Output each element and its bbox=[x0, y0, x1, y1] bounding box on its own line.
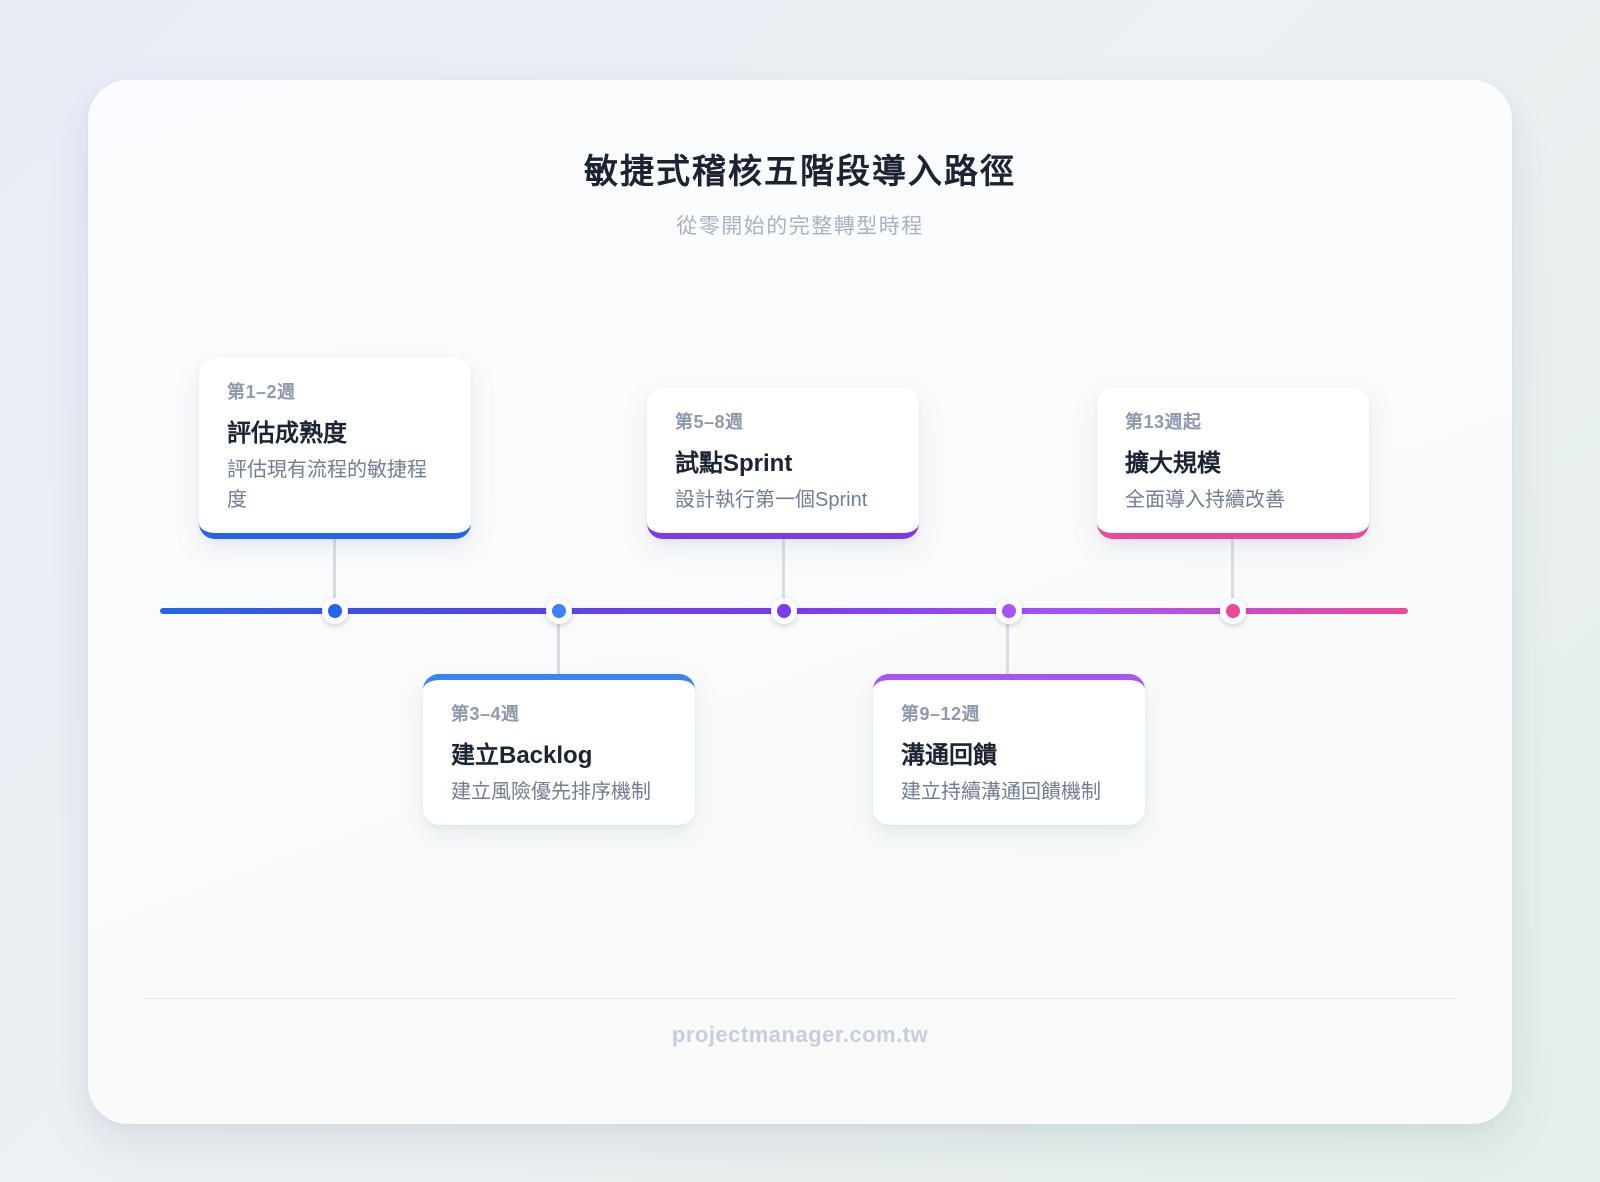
stage-card: 第13週起 擴大規模 全面導入持續改善 bbox=[1097, 388, 1369, 539]
timeline-dot bbox=[322, 598, 348, 624]
stage-title: 試點Sprint bbox=[675, 450, 793, 477]
stage-description: 建立風險優先排序機制 bbox=[451, 781, 651, 803]
stage-title: 溝通回饋 bbox=[901, 742, 997, 769]
stage-card: 第1–2週 評估成熟度 評估現有流程的敏捷程度 bbox=[199, 358, 471, 539]
footer-domain: projectmanager.com.tw bbox=[671, 1022, 929, 1047]
stage-period: 第13週起 bbox=[1125, 412, 1202, 432]
stage-period: 第3–4週 bbox=[451, 704, 520, 724]
stage-card: 第3–4週 建立Backlog 建立風險優先排序機制 bbox=[423, 674, 695, 825]
stage-description: 建立持續溝通回饋機制 bbox=[901, 781, 1101, 803]
stage-title: 評估成熟度 bbox=[227, 420, 347, 447]
stage-description: 設計執行第一個Sprint bbox=[675, 489, 868, 511]
timeline-dot bbox=[771, 598, 797, 624]
stage-period: 第9–12週 bbox=[901, 704, 981, 724]
stage-period: 第5–8週 bbox=[675, 412, 744, 432]
connector-line bbox=[782, 539, 785, 608]
connector-line bbox=[1006, 614, 1009, 674]
stage-period: 第1–2週 bbox=[227, 382, 296, 402]
infographic-panel: 敏捷式稽核五階段導入路徑 從零開始的完整轉型時程 第1–2週 評估成熟度 評估現… bbox=[88, 80, 1512, 1124]
page-title: 敏捷式稽核五階段導入路徑 bbox=[584, 153, 1016, 191]
stage-title: 擴大規模 bbox=[1125, 450, 1221, 477]
stage-title: 建立Backlog bbox=[451, 742, 593, 769]
page-subtitle: 從零開始的完整轉型時程 bbox=[676, 215, 924, 238]
connector-line bbox=[1231, 539, 1234, 608]
stage-description: 全面導入持續改善 bbox=[1125, 489, 1285, 511]
timeline-dot bbox=[1220, 598, 1246, 624]
timeline-dot bbox=[546, 598, 572, 624]
footer-divider bbox=[144, 998, 1456, 999]
timeline-dot bbox=[996, 598, 1022, 624]
connector-line bbox=[557, 614, 560, 674]
stage-card: 第5–8週 試點Sprint 設計執行第一個Sprint bbox=[647, 388, 919, 539]
connector-line bbox=[333, 539, 336, 608]
stage-description: 評估現有流程的敏捷程度 bbox=[227, 459, 427, 511]
stage-card: 第9–12週 溝通回饋 建立持續溝通回饋機制 bbox=[873, 674, 1145, 825]
